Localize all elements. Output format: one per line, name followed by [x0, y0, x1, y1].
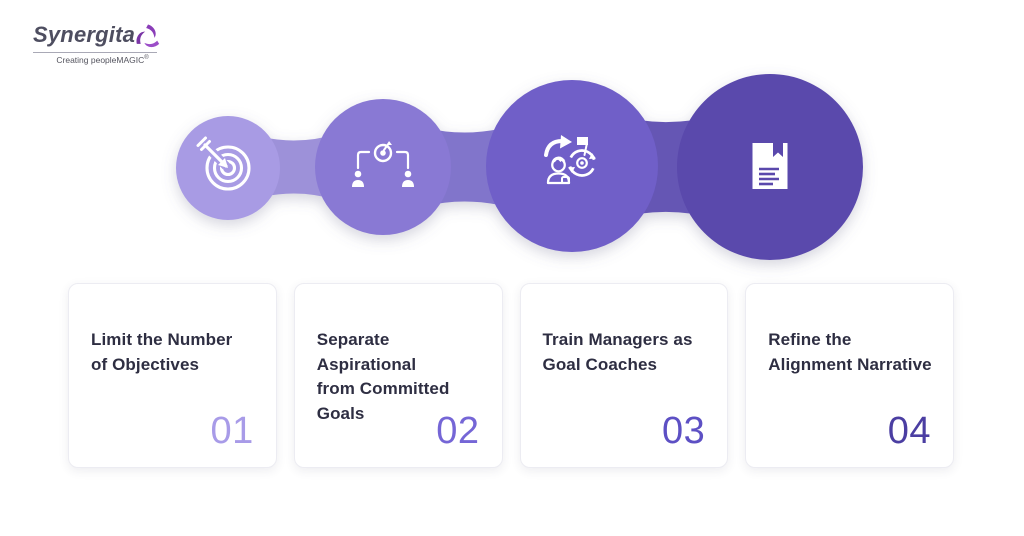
step-number: 04	[887, 410, 931, 452]
registered-mark: ®	[144, 55, 149, 62]
step-title-line1: Limit the Number	[91, 330, 233, 349]
brand-flame-icon	[136, 24, 160, 48]
step-number: 03	[661, 410, 706, 452]
step-title-line2: from Committed Goals	[316, 379, 450, 423]
step-number: 02	[436, 410, 480, 452]
brand-tagline-text: Creating peopleMAGIC	[56, 55, 145, 65]
step-card-3: Train Managers as Goal Coaches 03	[519, 283, 729, 468]
step-title-line1: Refine the	[768, 330, 852, 349]
goal-hierarchy-icon	[352, 141, 414, 187]
step-card-2: Separate Aspirational from Committed Goa…	[293, 283, 503, 468]
dartboard-arrow-icon	[195, 135, 251, 191]
step-number: 01	[210, 410, 254, 452]
step-title: Refine the Alignment Narrative	[768, 328, 933, 377]
brand-tagline: Creating peopleMAGIC®	[33, 55, 160, 65]
process-circle-chain	[176, 74, 863, 260]
step-title-line1: Separate Aspirational	[316, 330, 417, 374]
step-title: Train Managers as Goal Coaches	[543, 328, 708, 377]
step-title: Limit the Number of Objectives	[91, 328, 256, 377]
step-title-line2: Goal Coaches	[542, 354, 658, 374]
document-bookmark-icon	[752, 143, 788, 189]
step-card-1: Limit the Number of Objectives 01	[68, 283, 277, 468]
step2-circle	[315, 99, 451, 235]
step-title-line2: Alignment Narrative	[768, 354, 932, 374]
steps-card-row: Limit the Number of Objectives 01 Separa…	[68, 283, 954, 468]
step-title: Separate Aspirational from Committed Goa…	[317, 328, 482, 427]
step-title-line2: of Objectives	[91, 354, 200, 374]
brand-logo: Synergita Creating peopleMAGIC®	[33, 22, 160, 65]
step-card-4: Refine the Alignment Narrative 04	[745, 283, 954, 468]
brand-wordmark: Synergita	[33, 22, 136, 47]
step-title-line1: Train Managers as	[542, 330, 693, 349]
step3-circle	[486, 80, 658, 252]
logo-underline	[33, 52, 157, 53]
